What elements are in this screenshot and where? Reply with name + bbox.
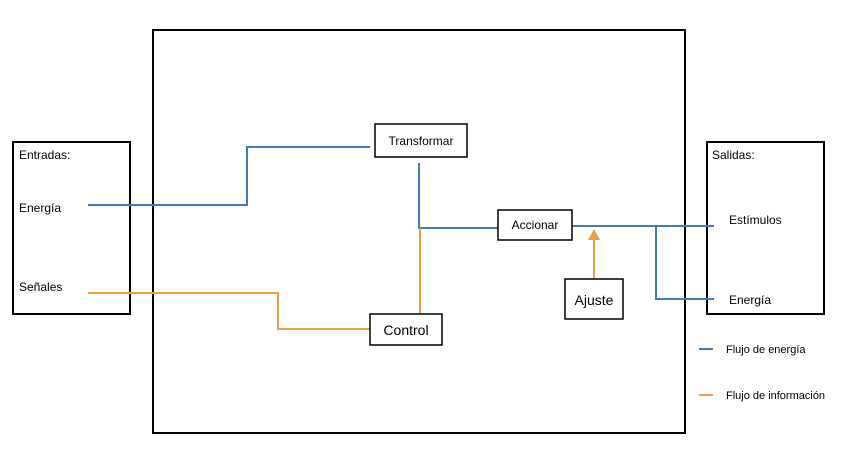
energy-flow-transform-to-actuate xyxy=(418,163,498,229)
energy-flow-to-output-energy xyxy=(655,226,714,300)
legend-energy-label: Flujo de energía xyxy=(726,344,806,356)
transform-label: Transformar xyxy=(389,134,454,148)
inputs-title: Entradas: xyxy=(19,148,70,162)
inputs-energy-label: Energía xyxy=(19,201,61,215)
outputs-box xyxy=(706,141,825,315)
legend: Flujo de energía Flujo de información xyxy=(699,344,825,402)
control-label: Control xyxy=(383,322,428,338)
outputs-title: Salidas: xyxy=(712,148,755,162)
actuate-block xyxy=(497,209,573,241)
outputs-stimuli-label: Estímulos xyxy=(729,213,782,227)
energy-flow-input-to-transform xyxy=(88,146,370,206)
outputs-energy-label: Energía xyxy=(729,293,771,307)
actuate-label: Accionar xyxy=(512,218,559,232)
adjust-block xyxy=(564,278,624,320)
control-block xyxy=(369,313,443,346)
adjust-arrowhead xyxy=(588,229,600,240)
transform-block xyxy=(374,123,468,158)
inputs-box xyxy=(12,141,131,315)
information-flow-signals-to-control xyxy=(88,292,370,330)
system-boundary xyxy=(152,29,686,434)
inputs-signals-label: Señales xyxy=(19,280,62,294)
legend-information-label: Flujo de información xyxy=(726,390,825,402)
adjust-label: Ajuste xyxy=(575,292,614,308)
